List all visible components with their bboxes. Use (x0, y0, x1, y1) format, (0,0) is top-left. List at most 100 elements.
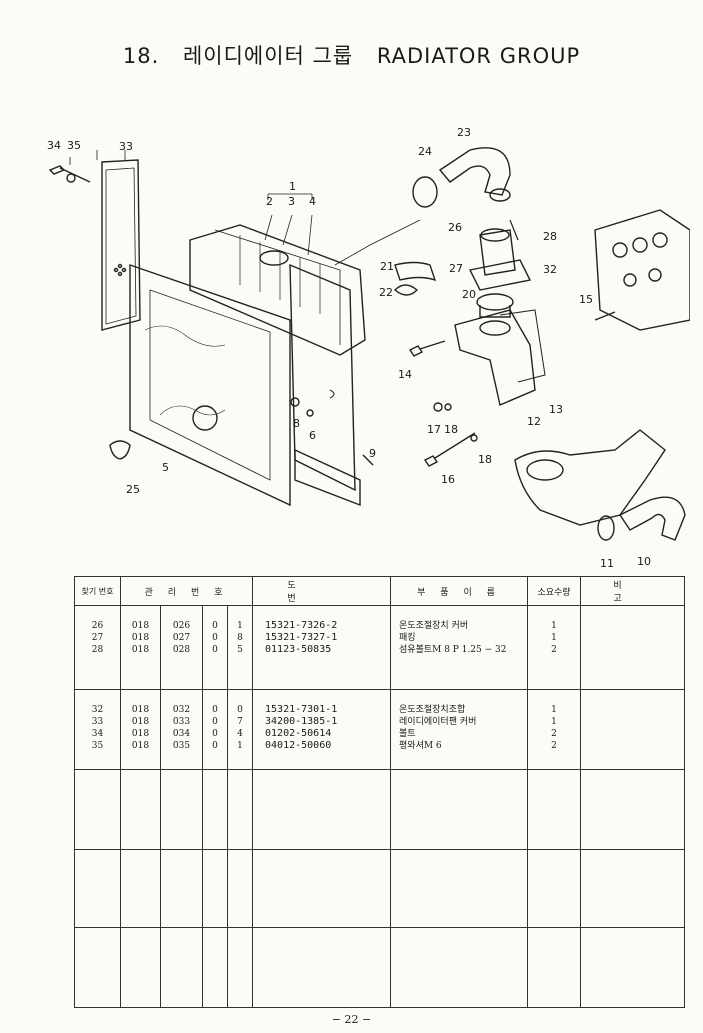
control-code: 0 (212, 717, 218, 727)
callout-label: 32 (543, 263, 557, 276)
callout-label: 23 (457, 126, 471, 139)
control-code: 018 (131, 705, 150, 715)
callout-label: 26 (448, 221, 462, 234)
control-code: 018 (131, 645, 150, 655)
control-code: 018 (131, 741, 150, 751)
ref-no: 27 (91, 633, 104, 643)
callout-label: 24 (418, 145, 432, 158)
remarks-cell (580, 689, 686, 770)
control-code: 0 (237, 705, 243, 715)
callout-label: 5 (162, 461, 169, 474)
part-number: 01202-50614 (265, 728, 332, 739)
control-code: 0 (212, 741, 218, 751)
callout-label: 21 (380, 260, 394, 273)
control-code: 018 (131, 621, 150, 631)
callout-label: 8 (293, 417, 300, 430)
part-name: 레이디에이터팬 커버 (399, 717, 477, 727)
lower-hose (618, 496, 686, 541)
table-header: 찾기 번호 관 리 번 호 도 번 부 품 이 름 소요수량 비 고 (74, 576, 686, 606)
control-code: 0 (212, 705, 218, 715)
clamp-11 (597, 515, 615, 541)
part-name: 볼트 (399, 729, 416, 739)
header-part-no: 도 번 (252, 576, 392, 606)
callout-label: 33 (119, 140, 133, 153)
callout-label: 11 (600, 557, 614, 570)
callout-label: 28 (543, 230, 557, 243)
quantity: 1 (551, 621, 557, 631)
ref-no: 32 (91, 705, 104, 715)
remarks-cell (580, 605, 686, 690)
title-english: RADIATOR GROUP (376, 44, 581, 68)
part-name: 온도조절장치 커버 (399, 621, 469, 631)
control-code: 035 (172, 741, 191, 751)
bolt-16 (423, 432, 476, 467)
ref-no: 34 (91, 729, 104, 739)
callout-label: 35 (67, 139, 81, 152)
quantity: 2 (551, 729, 557, 739)
control-code: 5 (237, 645, 243, 655)
cylinder-head (594, 209, 690, 331)
callout-label: 3 (288, 195, 295, 208)
control-code: 1 (237, 621, 243, 631)
callout-label: 2 (266, 195, 273, 208)
ref-no: 28 (91, 645, 104, 655)
callout-label: 17 (427, 423, 441, 436)
control-code: 0 (212, 633, 218, 643)
control-code: 1 (237, 741, 243, 751)
part-name: 평와셔M 6 (399, 741, 442, 751)
header-control-no: 관 리 번 호 (119, 576, 254, 606)
table-row: 26 27 28 018 018 018 026 027 028 0 0 0 1… (74, 605, 686, 690)
control-code: 7 (237, 717, 243, 727)
part-name: 섬유볼트M 8 P 1.25 − 32 (399, 645, 507, 655)
control-code: 0 (212, 621, 218, 631)
control-code: 018 (131, 717, 150, 727)
header-qty: 소요수량 (527, 576, 582, 606)
part-name: 온도조절장치조합 (399, 705, 466, 715)
part-name: 패킹 (399, 633, 416, 643)
callout-label: 18 (478, 453, 492, 466)
callout-label: 1 (289, 180, 296, 193)
part-number: 04012-50060 (265, 740, 332, 751)
part-number: 34200-1385-1 (265, 716, 338, 727)
quantity: 1 (551, 717, 557, 727)
table-row-empty (74, 849, 686, 928)
control-code: 0 (212, 729, 218, 739)
page-title: 18. 레이디에이터 그룹 RADIATOR GROUP (0, 40, 703, 70)
control-code: 034 (172, 729, 191, 739)
control-code: 4 (237, 729, 243, 739)
exploded-parts-diagram (48, 147, 690, 541)
parts-table: 찾기 번호 관 리 번 호 도 번 부 품 이 름 소요수량 비 고 26 27… (74, 576, 686, 1008)
header-part-name: 부 품 이 름 (390, 576, 529, 606)
callout-label: 14 (398, 368, 412, 381)
quantity: 2 (551, 645, 557, 655)
title-korean: 레이디에이터 그룹 (182, 44, 354, 68)
control-code: 032 (172, 705, 191, 715)
upper-hose (438, 147, 511, 196)
title-number: 18. (122, 44, 160, 68)
ref-no: 26 (91, 621, 104, 631)
thermostat-cover (479, 229, 516, 276)
control-code: 018 (131, 729, 150, 739)
header-ref-no: 찾기 번호 (74, 576, 121, 606)
quantity: 2 (551, 741, 557, 751)
bolt-14 (408, 340, 446, 357)
callout-label: 16 (441, 473, 455, 486)
control-code: 8 (237, 633, 243, 643)
drain-cock (109, 440, 131, 460)
callout-label: 22 (379, 286, 393, 299)
callout-label: 15 (579, 293, 593, 306)
callout-label: 18 (444, 423, 458, 436)
control-code: 033 (172, 717, 191, 727)
washer-35 (66, 173, 76, 183)
control-code: 028 (172, 645, 191, 655)
table-row: 32 33 34 35 018 018 018 018 032 033 034 … (74, 689, 686, 770)
control-code: 018 (131, 633, 150, 643)
callout-label: 6 (309, 429, 316, 442)
header-remarks: 비 고 (580, 576, 686, 606)
part-number: 15321-7327-1 (265, 632, 338, 643)
thermostat (476, 293, 514, 311)
quantity: 1 (551, 705, 557, 715)
callout-label: 34 (47, 139, 61, 152)
ref-no: 33 (91, 717, 104, 727)
callout-label: 25 (126, 483, 140, 496)
